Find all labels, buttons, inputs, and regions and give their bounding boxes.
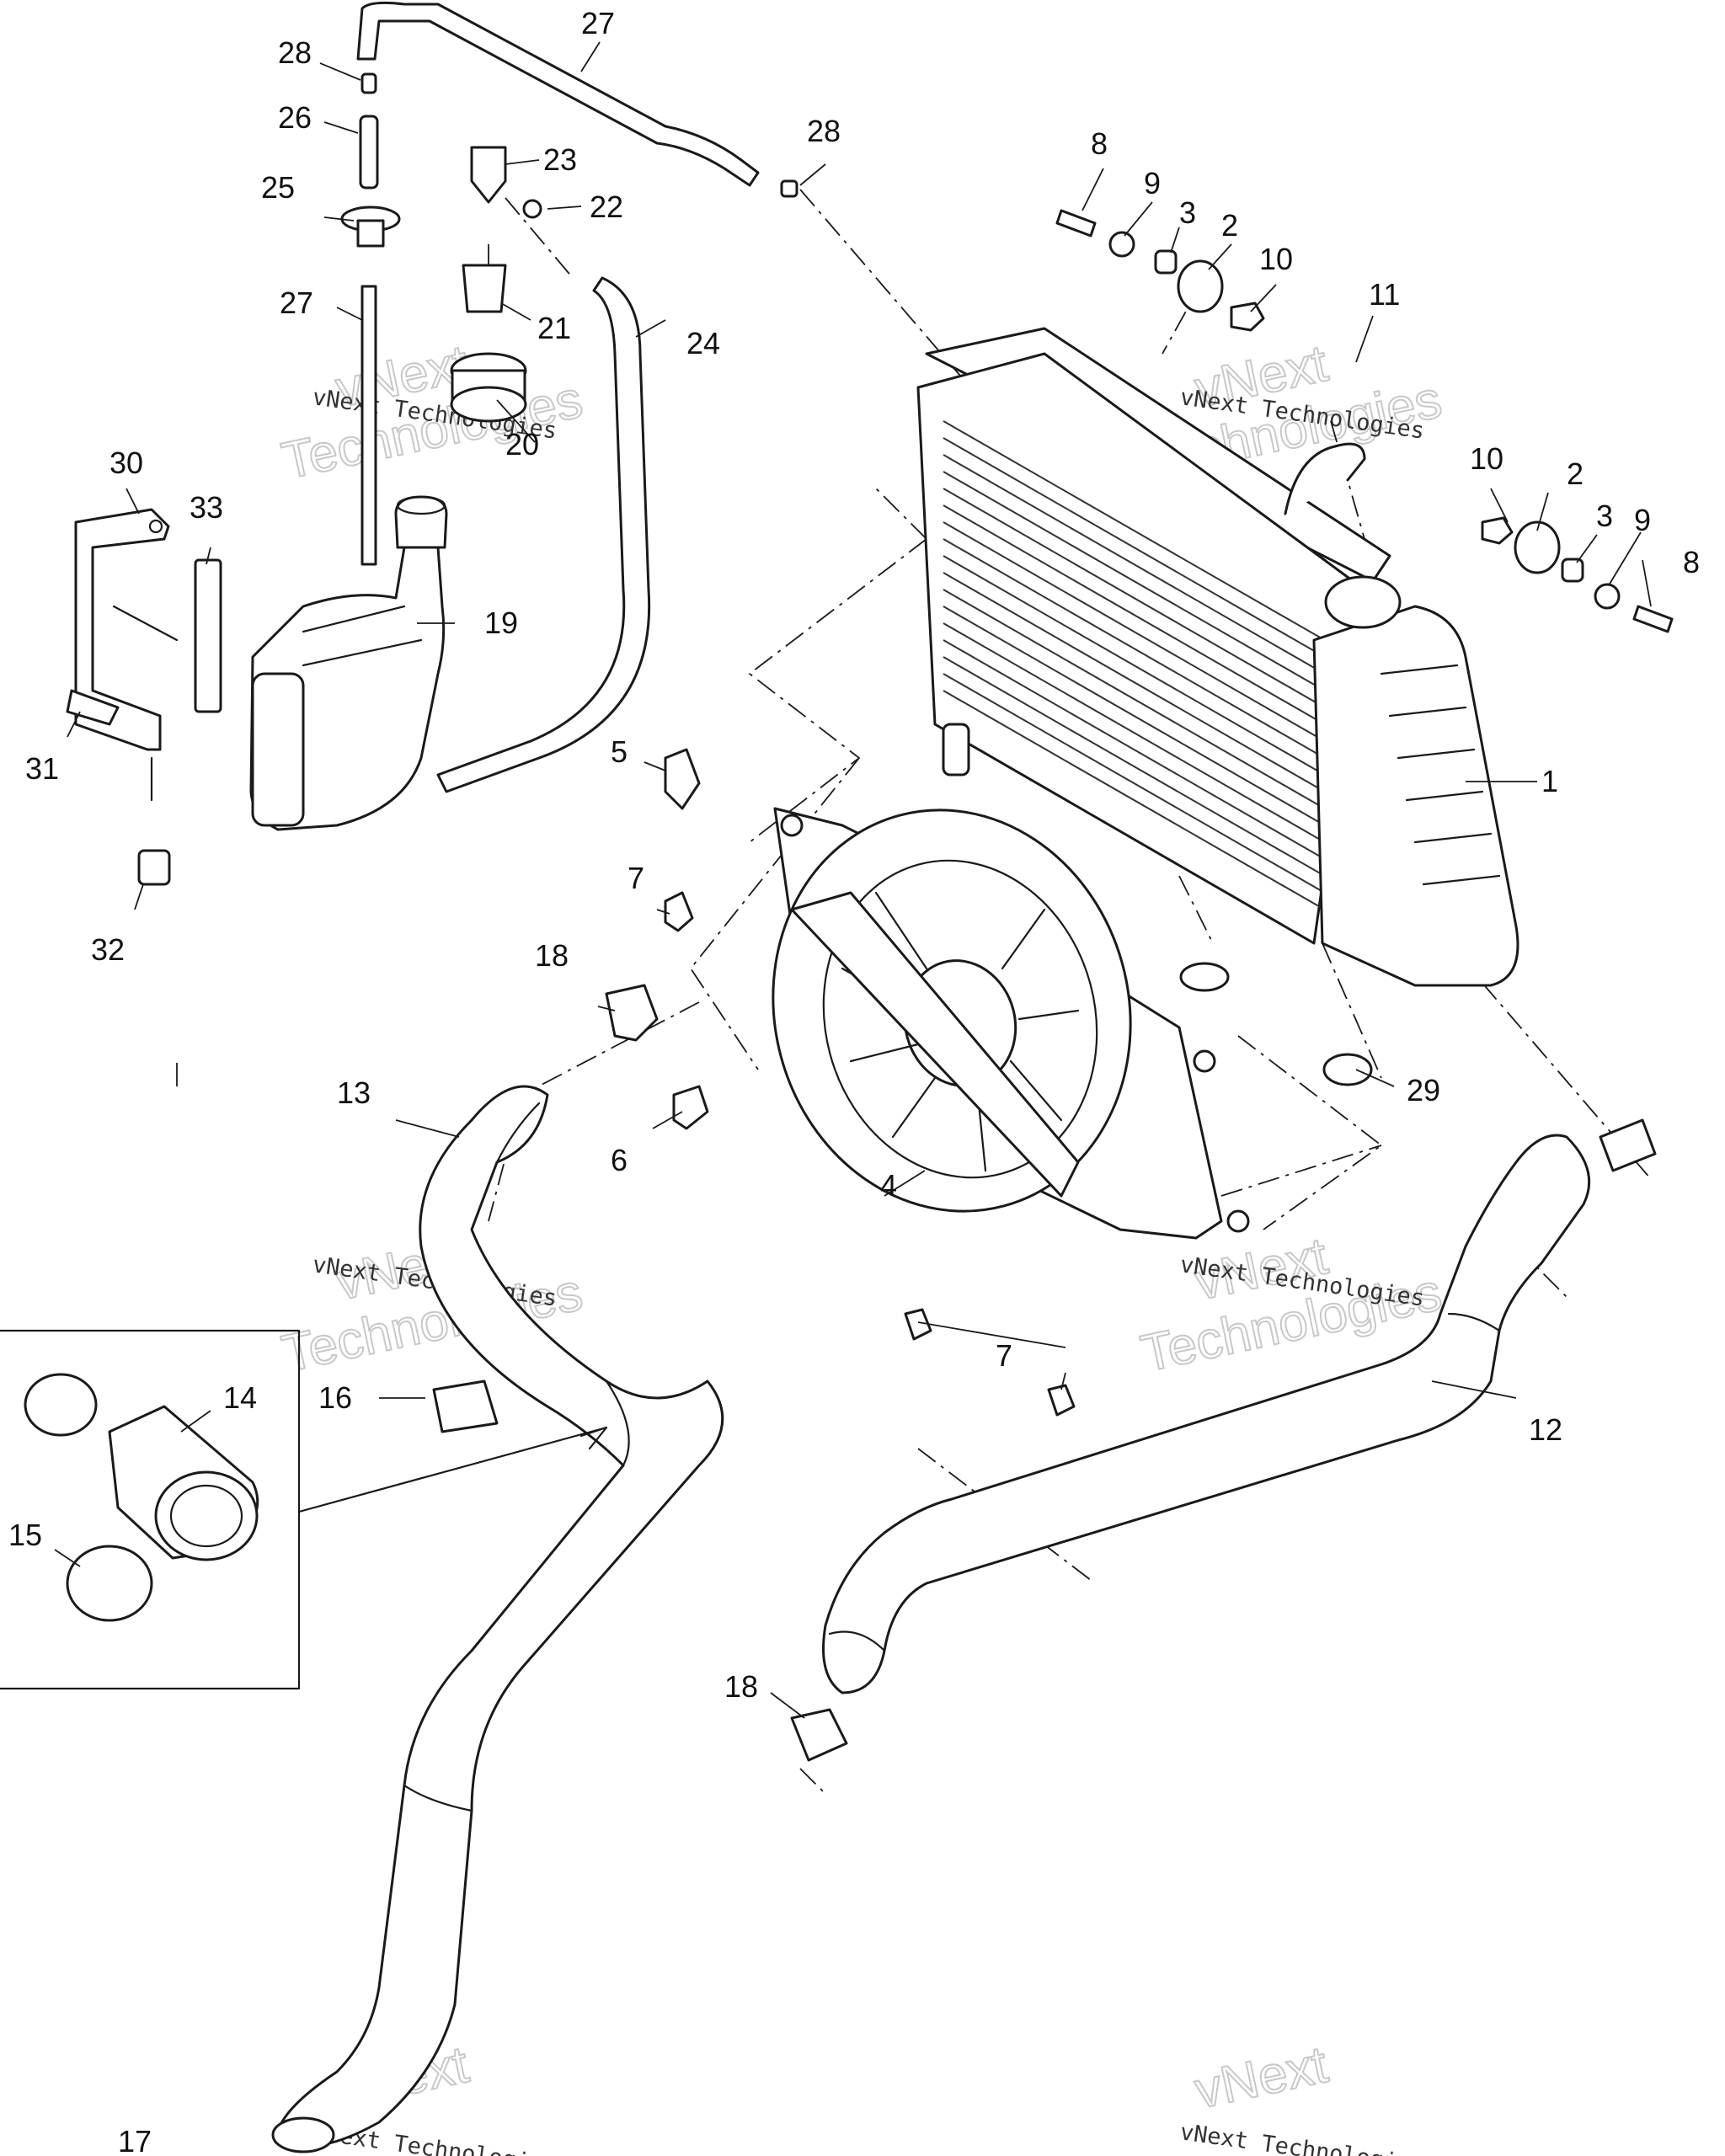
- callout-21: 21: [537, 311, 571, 345]
- callout-14: 14: [223, 1380, 257, 1415]
- cooling-fan: [772, 807, 1250, 1240]
- bolt-7-a: [664, 891, 694, 932]
- callout-25: 25: [261, 170, 295, 205]
- callout-11: 11: [1369, 277, 1400, 312]
- callout-9-right: 9: [1634, 503, 1651, 537]
- bolt-8-top: [1055, 209, 1097, 237]
- clamp-16: [432, 1380, 499, 1433]
- radiator-outlet: [942, 723, 970, 776]
- clamp-28: [360, 72, 377, 94]
- callout-28-left: 28: [278, 35, 312, 70]
- callout-4: 4: [880, 1168, 897, 1203]
- callout-24: 24: [686, 326, 720, 360]
- clamp-18-b: [790, 1708, 848, 1762]
- callouts: 1 2 2 3 3 4 5 6 7 7 8 8 9 9 10 10 11 12 …: [8, 6, 1700, 2156]
- callout-17: 17: [118, 2124, 152, 2156]
- callout-10-top: 10: [1259, 242, 1293, 276]
- clip-11: [1284, 442, 1366, 515]
- callout-6: 6: [611, 1143, 628, 1177]
- callout-13: 13: [337, 1075, 371, 1110]
- elbow-23: [470, 146, 507, 204]
- callout-3-right: 3: [1596, 499, 1613, 533]
- callout-12: 12: [1529, 1412, 1562, 1447]
- callout-1: 1: [1541, 764, 1558, 798]
- fasteners: [66, 209, 1674, 1762]
- callout-10-right: 10: [1470, 441, 1503, 476]
- callout-27-top: 27: [581, 6, 615, 40]
- reservoir-bracket: [74, 508, 222, 802]
- grommet-29-b: [1322, 1053, 1373, 1086]
- callout-2-right: 2: [1567, 456, 1583, 491]
- fitting-26: [359, 115, 379, 189]
- watermark-big-10: vNext: [1190, 2036, 1332, 2120]
- callout-33: 33: [190, 490, 223, 525]
- clamp-15-bottom: [66, 1545, 153, 1622]
- callout-8-top: 8: [1091, 126, 1108, 161]
- clamp-18-a: [605, 984, 659, 1042]
- callout-18-a: 18: [535, 938, 569, 973]
- bolt-7-c: [1047, 1384, 1076, 1417]
- grommet-2-right: [1514, 520, 1561, 574]
- callout-30: 30: [109, 446, 143, 480]
- callout-5: 5: [611, 734, 628, 769]
- callout-23: 23: [543, 142, 577, 177]
- coolant-reservoir: [249, 495, 448, 831]
- leader-lines: [54, 41, 1652, 1719]
- callout-26: 26: [278, 100, 312, 135]
- clamp-right: [1599, 1118, 1657, 1172]
- callout-18-b: 18: [724, 1669, 758, 1704]
- callout-31: 31: [25, 751, 59, 786]
- callout-9-top: 9: [1144, 166, 1161, 200]
- spacer-3-top: [1154, 249, 1178, 275]
- callout-28-right: 28: [807, 114, 841, 148]
- hose-27-vent: [356, 1, 760, 566]
- nut-32: [137, 849, 171, 886]
- callout-22: 22: [590, 189, 623, 224]
- radiator-neck: [1324, 575, 1402, 629]
- radiator-fins: [943, 420, 1340, 919]
- callout-15: 15: [8, 1518, 42, 1552]
- grommet-29-a: [1179, 962, 1230, 992]
- bolt-31: [66, 689, 120, 726]
- inset-box: [0, 1329, 608, 1690]
- bolt-7-b: [904, 1308, 932, 1341]
- nut-10-right: [1481, 516, 1514, 545]
- washer-9-top: [1108, 231, 1135, 258]
- callout-8-right: 8: [1683, 545, 1700, 579]
- callout-20: 20: [505, 427, 539, 462]
- grommet-21: [462, 264, 507, 313]
- spacer-3-right: [1561, 558, 1584, 583]
- callout-19: 19: [484, 606, 518, 640]
- grommet-2-top: [1177, 259, 1224, 313]
- nut-10-top: [1230, 302, 1265, 332]
- grommet-6: [672, 1085, 709, 1130]
- watermark-text-6: vNext Technologies: [1178, 2119, 1426, 2156]
- callout-3-top: 3: [1179, 195, 1196, 230]
- callout-27-left: 27: [280, 286, 313, 320]
- radiator: [916, 327, 1519, 987]
- callout-16: 16: [318, 1380, 352, 1415]
- washer-9-right: [1594, 583, 1621, 610]
- callout-29: 29: [1407, 1073, 1440, 1107]
- clamp-28-b: [780, 179, 798, 198]
- small-hardware-top: [340, 72, 798, 423]
- hose-12-lower: [822, 1134, 1591, 1694]
- clip-5: [664, 748, 701, 810]
- callout-7-b: 7: [996, 1338, 1012, 1373]
- callout-2-top: 2: [1221, 208, 1238, 243]
- callout-32: 32: [91, 932, 125, 967]
- hose-13-lower: [271, 1085, 724, 2153]
- clamp-15-top: [24, 1373, 98, 1437]
- bolt-8-right: [1632, 605, 1674, 633]
- hose-24-overflow: [436, 276, 651, 793]
- clamp-22: [522, 199, 542, 219]
- callout-7-a: 7: [628, 861, 644, 895]
